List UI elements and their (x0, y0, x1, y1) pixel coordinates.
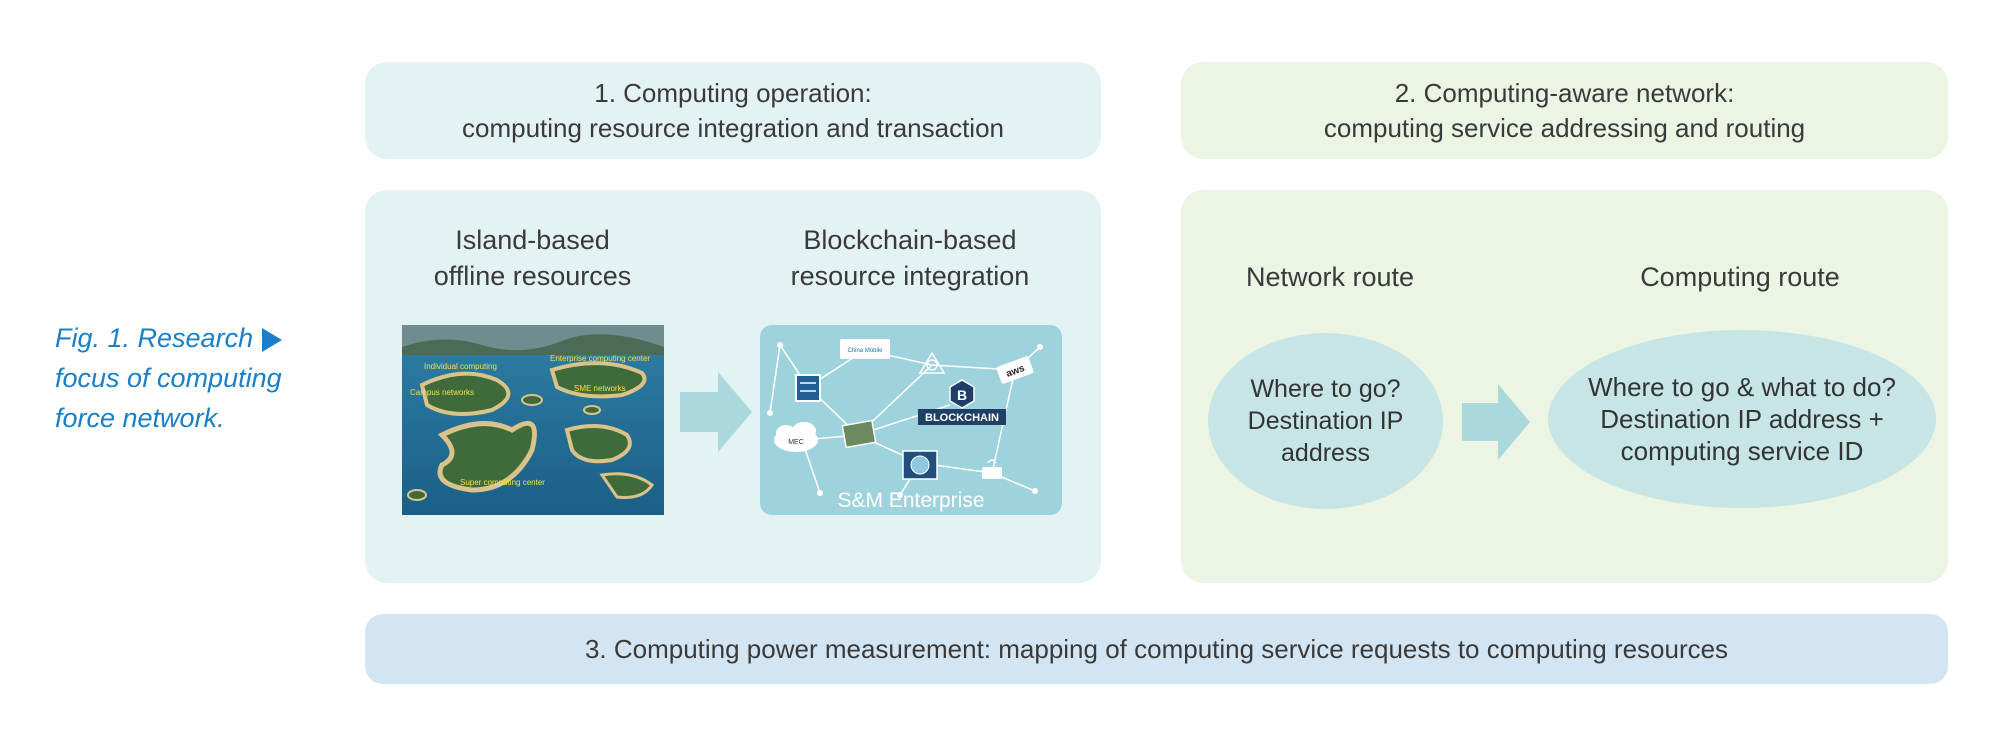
header-line: computing resource integration and trans… (462, 112, 1004, 143)
figure-caption: Fig. 1. Research focus of computing forc… (55, 318, 305, 438)
computing-aware-network-header: 2. Computing-aware network: computing se… (1181, 62, 1948, 159)
caption-line: Fig. 1. Research (55, 323, 254, 353)
lake-label: Individual computing (424, 362, 497, 371)
ellipse-line: Destination IP (1247, 407, 1404, 435)
mec-label: MEC (788, 439, 804, 446)
header-line: computing service addressing and routing (1323, 112, 1806, 143)
ellipse-line: address (1281, 439, 1370, 467)
ellipse-line: Where to go & what to do? (1588, 372, 1896, 402)
header-line: 1. Computing operation: (594, 77, 872, 108)
lake-label: Super computing center (460, 478, 545, 487)
enterprise-label: S&M Enterprise (837, 489, 984, 512)
right-arrow-icon (680, 372, 752, 452)
blockchain-network-graphic: China Mobile aws MEC B BLOCKCHAIN (760, 325, 1062, 515)
computing-operation-header: 1. Computing operation: computing resour… (365, 62, 1101, 159)
computing-route-label: Computing route (1640, 262, 1840, 292)
right-arrow-icon (1462, 384, 1530, 460)
lake-label: Campus networks (410, 388, 474, 397)
label-line: offline resources (433, 261, 632, 291)
lake-label: SME networks (574, 384, 626, 393)
caption-line: force network. (55, 403, 225, 433)
label-line: Island-based (455, 225, 610, 255)
network-route-ellipse: Where to go? Destination IP address (1208, 333, 1443, 509)
ellipse-line: computing service ID (1620, 436, 1864, 466)
blockchain-logo-icon: B BLOCKCHAIN (918, 379, 1006, 425)
blockchain-integration-label: Blockchain-based resource integration (760, 220, 1060, 296)
network-node-icon (918, 351, 946, 374)
island-resources-label: Island-based offline resources (400, 220, 665, 296)
caption-pointer-icon (262, 328, 282, 352)
header-line: 2. Computing-aware network: (1394, 77, 1735, 108)
china-mobile-logo: China Mobile (847, 348, 883, 354)
ellipse-line: Destination IP address + (1600, 404, 1884, 434)
blockchain-label: BLOCKCHAIN (925, 412, 999, 424)
ellipse-line: Where to go? (1250, 375, 1401, 403)
computing-route-ellipse: Where to go & what to do? Destination IP… (1548, 330, 1936, 508)
island-lake-photo: Individual computing Enterprise computin… (402, 325, 664, 515)
caption-line: focus of computing (55, 363, 282, 393)
label-line: resource integration (790, 261, 1030, 291)
mec-cloud-icon: MEC (774, 422, 818, 452)
network-route-label: Network route (1245, 262, 1415, 292)
svg-text:B: B (957, 387, 967, 403)
computing-power-measurement-bar: 3. Computing power measurement: mapping … (365, 614, 1948, 684)
label-line: Blockchain-based (803, 225, 1017, 255)
lake-label: Enterprise computing center (550, 354, 650, 363)
